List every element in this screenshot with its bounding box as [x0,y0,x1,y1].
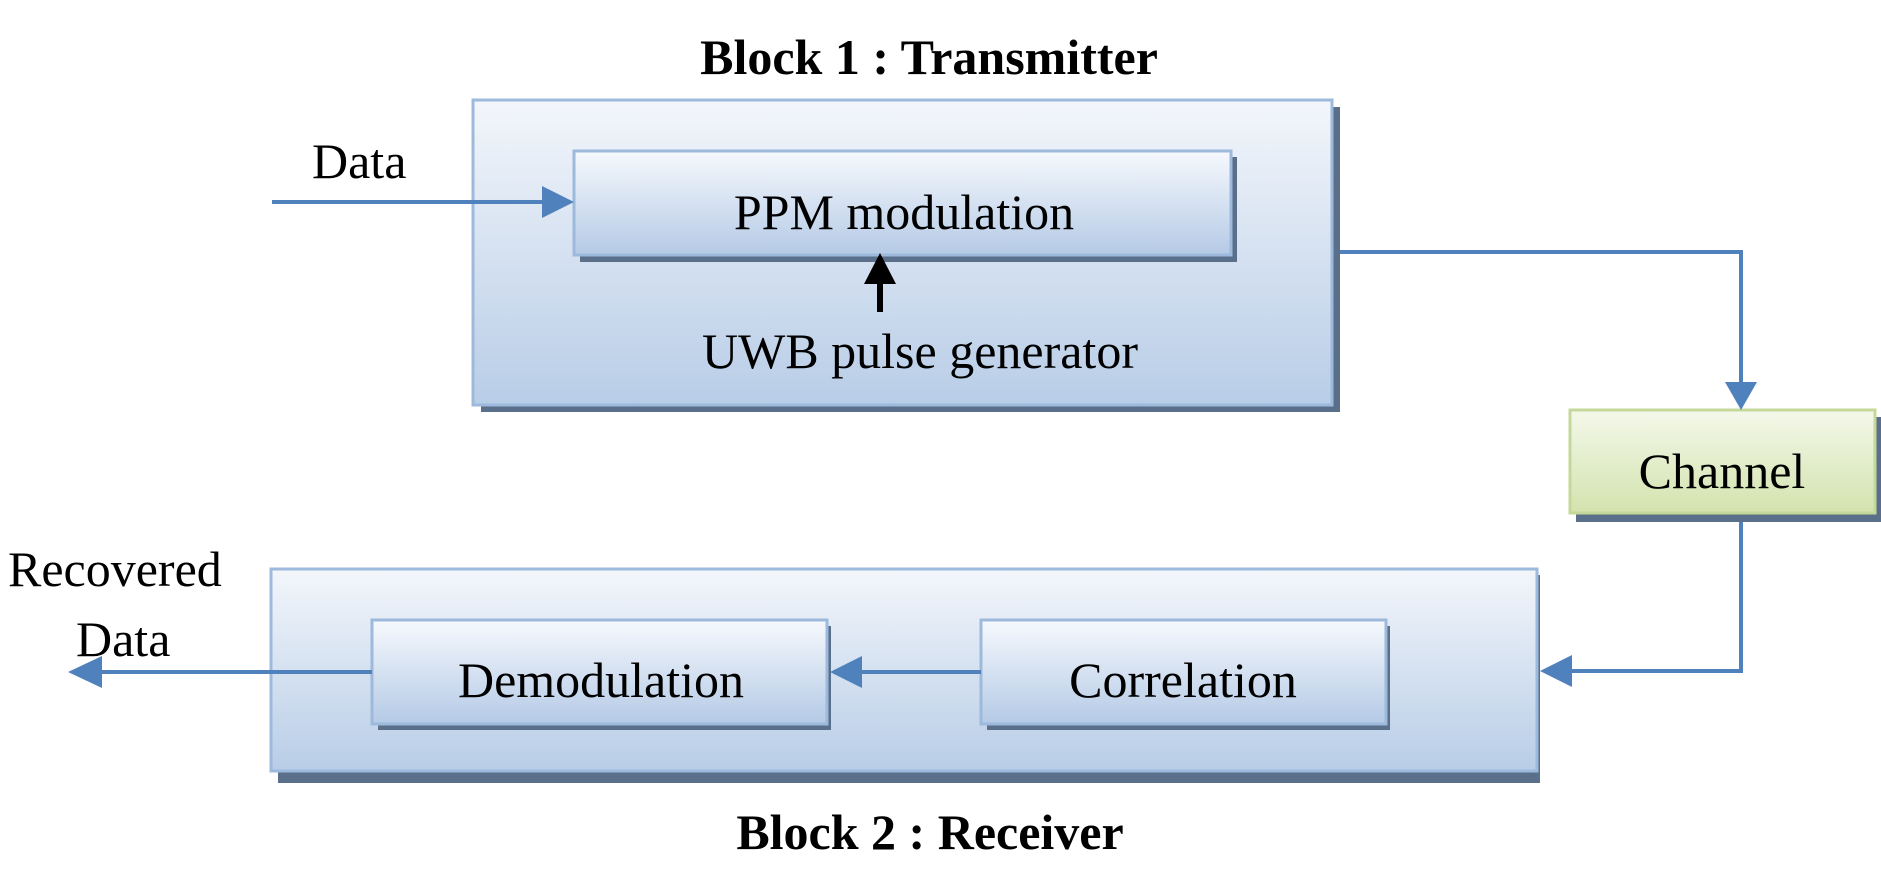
pulse-generator-arrow [864,253,896,312]
channel-label: Channel [1638,443,1806,499]
recovered-label-line1: Recovered [8,541,222,597]
pulse-generator-label: UWB pulse generator [702,323,1138,379]
ppm-modulation-block [572,149,1237,262]
ppm-modulation-label: PPM modulation [733,184,1075,240]
channel-to-receiver-connector [1540,522,1743,687]
transmitter-title: Block 1 : Transmitter [700,29,1158,85]
transmitter-to-channel-connector [1340,250,1757,410]
channel-block [1568,408,1881,522]
data-input-connector [272,186,574,218]
recovered-label-line2: Data [76,611,171,667]
receiver-title: Block 2 : Receiver [736,804,1124,860]
data-output-connector [68,656,372,688]
correlation-block [979,618,1390,730]
demodulation-block [370,618,831,730]
data-input-label: Data [312,133,407,189]
correlation-to-demodulation-connector [830,656,981,688]
demodulation-label: Demodulation [457,652,745,708]
correlation-label: Correlation [1069,652,1297,708]
